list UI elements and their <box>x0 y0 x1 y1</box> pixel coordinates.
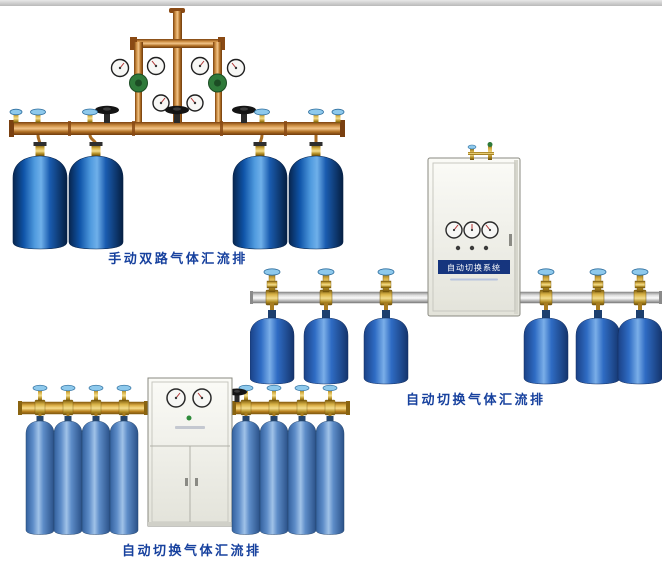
valve-handwheel <box>95 105 119 123</box>
gas-cylinder <box>575 317 621 385</box>
tube-fittings <box>265 289 647 306</box>
product-figure-auto-switch-wall: 自动切换系统 <box>249 142 662 392</box>
product-caption-auto-switch-floor: 自动切换气体汇流排 <box>122 544 262 559</box>
tube-fittings <box>34 399 336 416</box>
cabinet-door-handle <box>509 234 512 246</box>
indicator-light <box>469 245 475 251</box>
cylinder-valve-knob <box>308 108 324 123</box>
auto-switch-floor-illustration <box>18 377 350 535</box>
pressure-gauge <box>166 388 186 408</box>
product-caption-manual-dual: 手动双路气体汇流排 <box>108 252 248 267</box>
cabinet-inlet-fittings <box>467 142 494 160</box>
cylinder-necks <box>36 413 334 422</box>
pressure-regulator-left <box>129 73 148 93</box>
gas-cylinder <box>249 317 295 385</box>
control-cabinet: 自动切换系统 <box>427 157 521 317</box>
cabinet-plinth <box>148 522 232 526</box>
pressure-gauge <box>445 221 463 239</box>
page-bottom-border <box>0 0 662 6</box>
gas-cylinder <box>68 155 124 250</box>
cylinder-valve-knob <box>82 108 98 123</box>
pressure-gauge <box>186 94 204 112</box>
pressure-gauge <box>226 58 246 78</box>
auto-switch-wall-illustration: 自动切换系统 <box>249 142 662 385</box>
product-caption-auto-switch-wall: 自动切换气体汇流排 <box>406 393 546 408</box>
pressure-gauge <box>481 221 499 239</box>
pressure-gauge <box>190 56 210 76</box>
pressure-gauge <box>463 221 481 239</box>
valve-handwheel <box>232 105 256 123</box>
gas-cylinder <box>12 155 68 250</box>
gas-cylinder <box>81 420 111 535</box>
manual-dual-manifold-illustration <box>9 8 345 250</box>
cabinet-title-text: 自动切换系统 <box>447 263 501 273</box>
cylinder-valve-knob <box>30 108 46 123</box>
indicator-light <box>455 245 461 251</box>
gas-cylinder <box>25 420 55 535</box>
valve-handwheel <box>165 105 189 123</box>
gas-cylinder <box>288 155 344 250</box>
gas-cylinder <box>363 317 409 385</box>
control-cabinet <box>147 377 233 527</box>
cylinder-neck <box>33 142 323 156</box>
cylinder-valve <box>589 268 607 293</box>
pressure-regulator-right <box>208 73 227 93</box>
cylinder-valve <box>377 268 395 293</box>
cabinet-subtitle-line <box>450 278 498 281</box>
inlet-piping <box>130 8 225 124</box>
cylinder-necks <box>268 310 644 319</box>
gas-cylinder <box>315 420 345 535</box>
cylinder-valve-knobs <box>32 384 338 401</box>
product-figure-manual-dual <box>4 6 352 254</box>
gas-cylinder <box>617 317 662 385</box>
gas-cylinder <box>109 420 139 535</box>
cylinder-valve-knob <box>9 108 23 123</box>
pressure-gauge <box>152 94 170 112</box>
pressure-gauge <box>110 58 130 78</box>
gas-cylinder <box>231 420 261 535</box>
cylinder-valve <box>263 268 281 293</box>
indicator-light <box>186 415 192 421</box>
gas-cylinder <box>523 317 569 385</box>
gas-cylinder <box>303 317 349 385</box>
gas-cylinder <box>259 420 289 535</box>
indicator-light <box>483 245 489 251</box>
pressure-gauge <box>146 56 166 76</box>
cylinder-valve-knob <box>254 108 270 123</box>
cabinet-title-band <box>438 260 510 274</box>
pressure-gauge <box>192 388 212 408</box>
manifold-bar <box>9 120 345 137</box>
gas-cylinder <box>287 420 317 535</box>
cylinder-valve-knob <box>331 108 345 123</box>
cylinder-valve <box>537 268 555 293</box>
product-figure-auto-switch-floor <box>18 372 362 542</box>
cabinet-door-handle <box>195 478 198 486</box>
cylinder-valve <box>317 268 335 293</box>
cabinet-door-handle <box>185 478 188 486</box>
gas-cylinder <box>53 420 83 535</box>
gas-cylinder <box>232 155 288 250</box>
cylinder-connectors <box>270 303 642 311</box>
cylinder-valve <box>631 268 649 293</box>
cabinet-label-line <box>175 426 205 429</box>
